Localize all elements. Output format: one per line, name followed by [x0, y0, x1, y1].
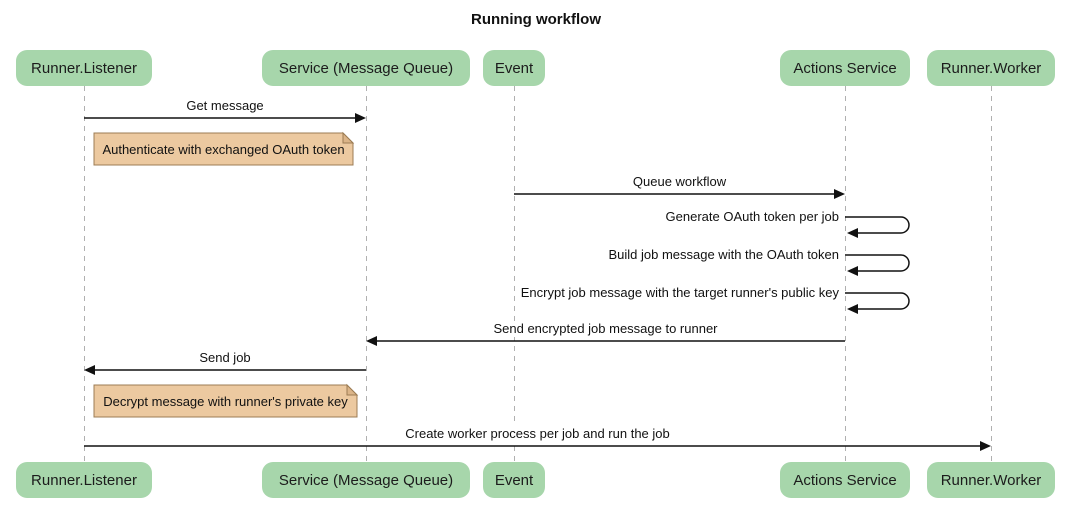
arrowhead-icon — [366, 336, 377, 346]
participant-top-service-message-queue: Service (Message Queue) — [262, 50, 470, 86]
participant-top-runner-listener: Runner.Listener — [16, 50, 152, 86]
self-message-loop — [845, 292, 910, 310]
message-label: Get message — [181, 98, 269, 114]
note-box — [93, 132, 354, 166]
note-label: Authenticate with exchanged OAuth token — [102, 141, 345, 157]
participant-bottom-runner-listener: Runner.Listener — [16, 462, 152, 498]
participant-bottom-service-message-queue: Service (Message Queue) — [262, 462, 470, 498]
note-fold-icon — [346, 383, 359, 396]
arrowhead-icon — [980, 441, 991, 451]
arrowhead-icon — [84, 365, 95, 375]
note-label: Decrypt message with runner's private ke… — [103, 393, 348, 409]
self-message-loop — [845, 216, 910, 234]
arrowhead-icon — [355, 113, 366, 123]
participant-bottom-actions-service: Actions Service — [780, 462, 910, 498]
diagram-title: Running workflow — [471, 11, 601, 28]
note-box — [93, 384, 358, 418]
participant-top-event: Event — [483, 50, 545, 86]
arrowhead-icon — [847, 304, 858, 314]
self-message-label: Build job message with the OAuth token — [604, 246, 843, 264]
arrowhead-icon — [847, 266, 858, 276]
self-message-label: Generate OAuth token per job — [661, 208, 843, 226]
message-label: Queue workflow — [627, 174, 732, 190]
message-label: Send encrypted job message to runner — [488, 321, 723, 337]
participant-bottom-event: Event — [483, 462, 545, 498]
participant-top-runner-worker: Runner.Worker — [927, 50, 1055, 86]
message-label: Send job — [194, 350, 256, 366]
self-message-label: Encrypt job message with the target runn… — [516, 284, 843, 302]
arrowhead-icon — [847, 228, 858, 238]
self-message-loop — [845, 254, 910, 272]
arrowhead-icon — [834, 189, 845, 199]
participant-bottom-runner-worker: Runner.Worker — [927, 462, 1055, 498]
participant-top-actions-service: Actions Service — [780, 50, 910, 86]
message-label: Create worker process per job and run th… — [400, 426, 675, 442]
note-fold-icon — [342, 131, 355, 144]
